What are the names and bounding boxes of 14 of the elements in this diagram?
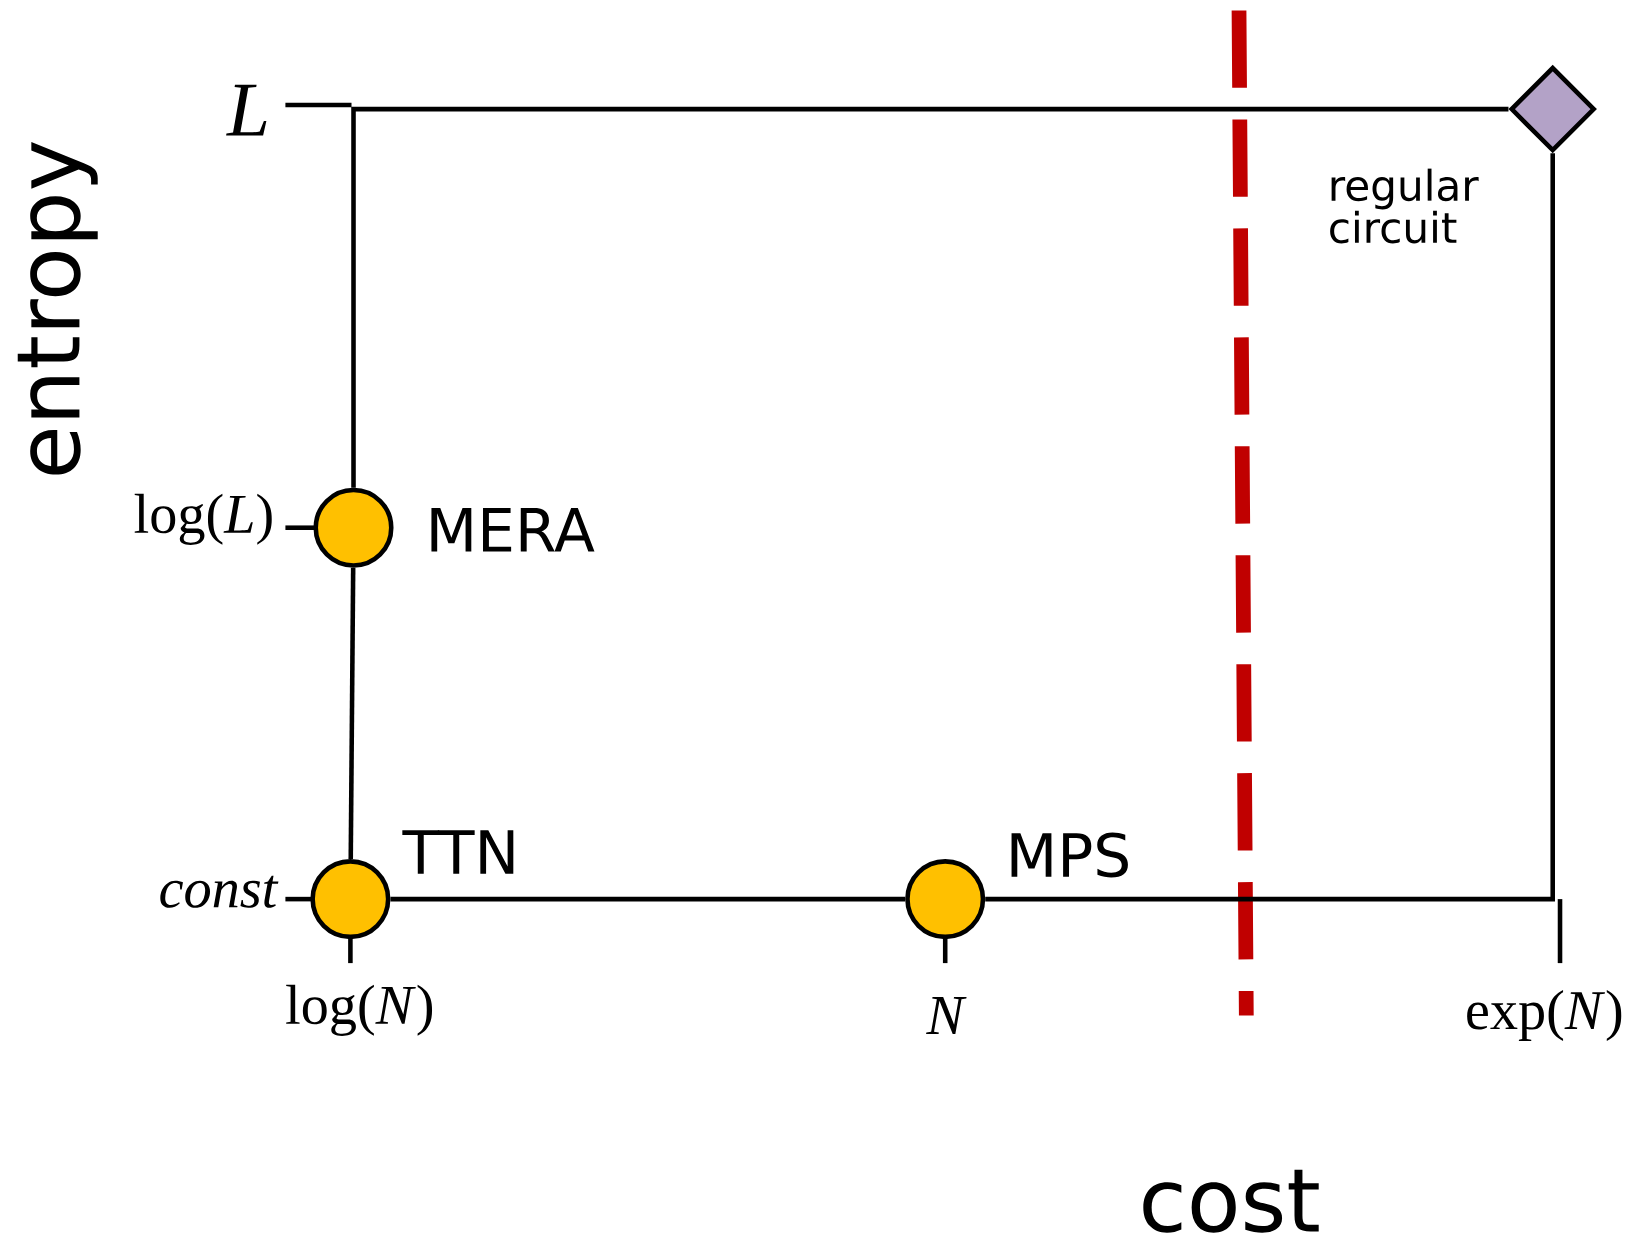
connector-line [390,896,906,902]
connector-line [985,153,1555,902]
circle-marker [905,859,986,940]
axis-tick-label: exp(N) [1467,990,1622,1041]
axis-tick-label: N [926,997,967,1034]
connector-line [348,567,356,860]
circle-marker [313,487,394,568]
circle-marker [310,859,391,940]
node-label: TTN [402,830,514,874]
node-label: MPS [1011,832,1128,878]
axis-tick-label: L [226,84,267,136]
connector-line [351,106,1509,488]
node-label: MERA [431,508,595,552]
node-label: regular circuit [1330,168,1479,244]
